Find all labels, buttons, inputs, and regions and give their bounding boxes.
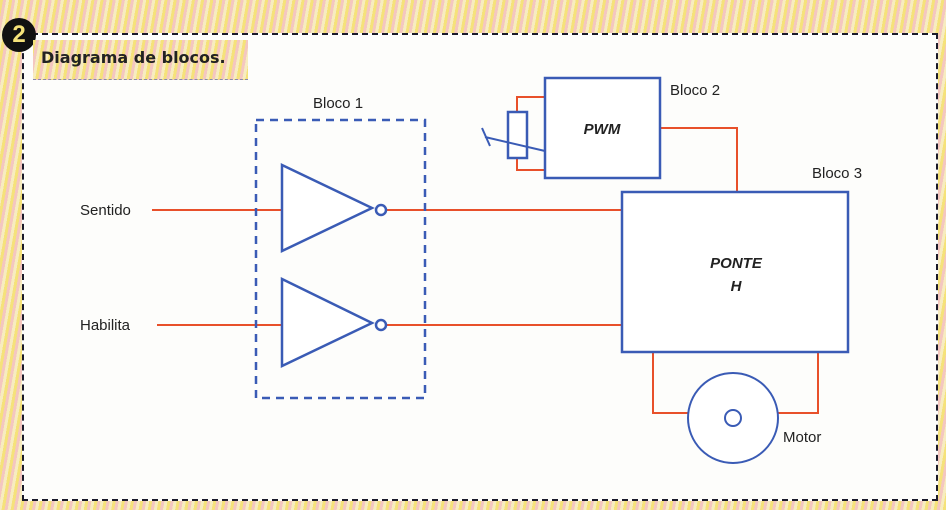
wire-motor-right xyxy=(776,352,819,414)
sentido-label: Sentido xyxy=(80,202,131,219)
bloco1-box xyxy=(254,118,427,400)
ponte-label-line1: PONTE xyxy=(710,255,763,272)
ponte-h-box xyxy=(620,190,850,354)
bloco2-label: Bloco 2 xyxy=(670,82,720,99)
blocks xyxy=(254,76,850,464)
figure-number-badge: 2 xyxy=(2,18,36,52)
potentiometer-icon xyxy=(506,110,529,160)
wire-pot-bottom xyxy=(516,158,545,171)
wire-pwm-ponte xyxy=(660,127,738,192)
motor-shaft xyxy=(724,409,742,427)
pwm-label: PWM xyxy=(584,121,621,138)
inverter-bubble xyxy=(374,203,388,217)
buffer-sentido xyxy=(280,163,375,253)
diagram-title: Diagrama de blocos. xyxy=(33,40,248,80)
bloco1-label: Bloco 1 xyxy=(313,95,363,112)
wire-motor-left xyxy=(652,352,690,414)
ponte-label-line2: H xyxy=(731,278,743,295)
potentiometer-wiper-end xyxy=(481,127,491,147)
pwm-box xyxy=(543,76,662,180)
buffer-habilita xyxy=(280,276,375,368)
habilita-label: Habilita xyxy=(80,317,131,334)
bloco3-label: Bloco 3 xyxy=(812,165,862,182)
inverter-bubble xyxy=(374,318,388,332)
wire-pot-top xyxy=(516,96,545,112)
potentiometer-wiper xyxy=(484,136,546,152)
motor-label: Motor xyxy=(783,429,821,446)
wires xyxy=(152,96,819,414)
